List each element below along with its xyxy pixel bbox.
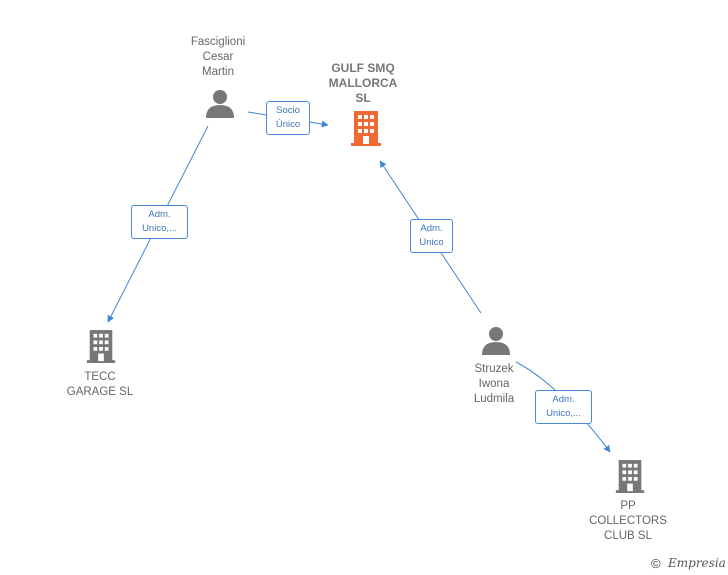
brand-logo: Empresia [668,556,726,570]
building-icon[interactable] [349,111,383,147]
company-label-tecc: TECC GARAGE SL [66,371,134,398]
company-label-pp: PP COLLECTORS CLUB SL [589,500,667,542]
edge-label-adm-unico-tecc[interactable]: Adm. Unico,... [131,205,188,239]
edge-label-socio-unico[interactable]: Socio Único [266,101,310,135]
person-icon[interactable] [480,326,512,356]
company-label-gulf: GULF SMQ MALLORCA SL [328,61,398,105]
person-label-fasciglioni: Fasciglioni Cesar Martin [190,36,246,78]
person-label-struzek: Struzek Iwona Ludmila [473,363,515,405]
copyright-symbol: © [651,556,661,571]
building-icon[interactable] [85,330,117,364]
building-icon[interactable] [614,460,646,494]
person-icon[interactable] [204,89,236,119]
edge-label-adm-unico-gulf[interactable]: Adm. Unico [410,219,453,253]
edge-label-adm-unico-pp[interactable]: Adm. Unico,... [535,390,592,424]
